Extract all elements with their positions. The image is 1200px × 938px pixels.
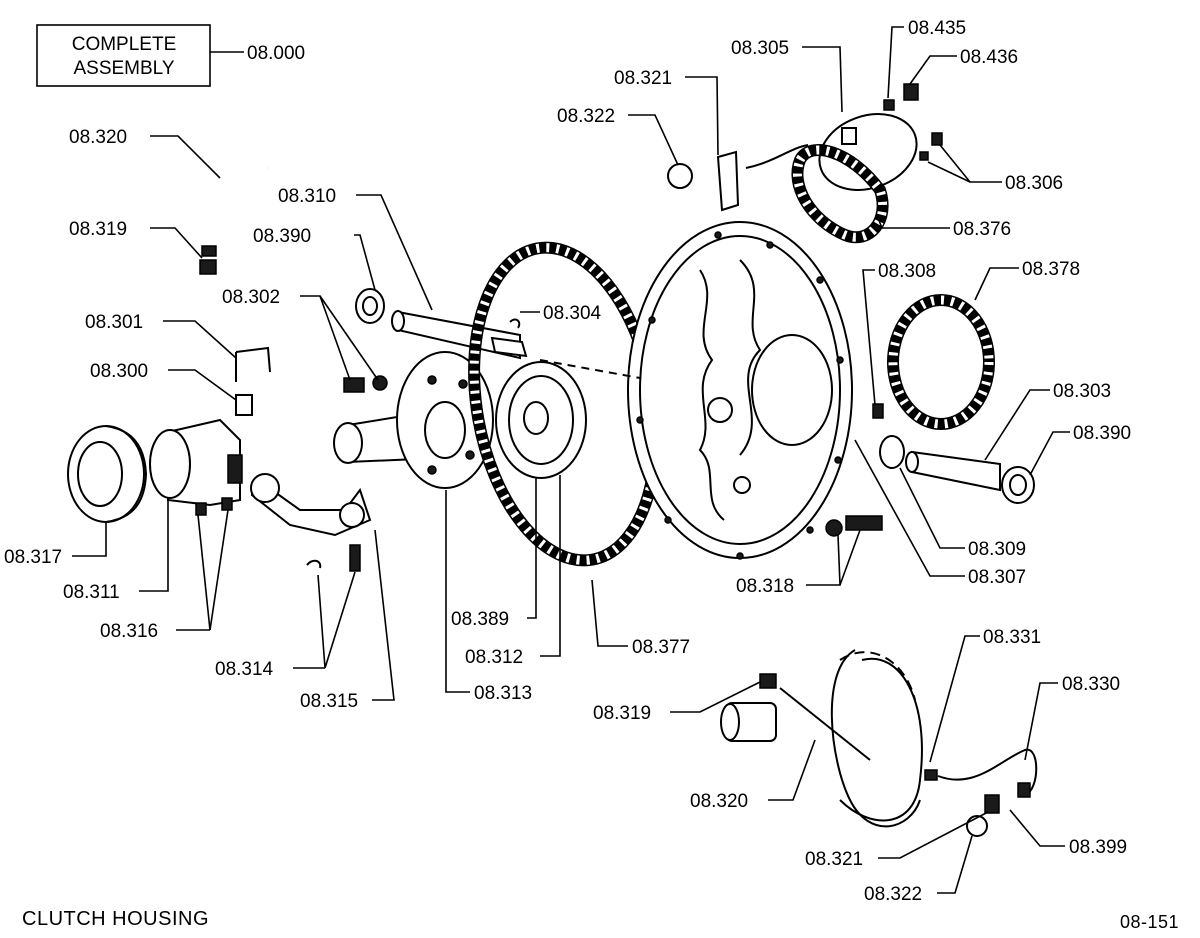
assembly-number: 08.000 xyxy=(247,43,305,64)
part-label: 08.436 xyxy=(960,47,1018,68)
part-label: 08.330 xyxy=(1062,674,1120,695)
part-number-labels: 08.320 08.319 08.310 08.390 08.302 08.30… xyxy=(4,18,1131,905)
assembly-box-line1: COMPLETE xyxy=(72,34,177,55)
part-label: 08.390 xyxy=(1073,423,1131,444)
part-label: 08.322 xyxy=(557,106,615,127)
part-label: 08.320 xyxy=(690,791,748,812)
part-label: 08.321 xyxy=(805,849,863,870)
part-label: 08.309 xyxy=(968,539,1026,560)
page-number: 08-151 xyxy=(1120,912,1180,932)
page-title: CLUTCH HOUSING xyxy=(22,908,210,930)
part-label: 08.314 xyxy=(215,659,274,680)
part-label: 08.308 xyxy=(878,261,936,282)
part-label: 08.399 xyxy=(1069,837,1127,858)
part-label: 08.315 xyxy=(300,691,358,712)
part-label: 08.389 xyxy=(451,609,509,630)
part-label: 08.321 xyxy=(614,68,672,89)
part-label: 08.322 xyxy=(864,884,922,905)
complete-assembly-box: COMPLETE ASSEMBLY 08.000 xyxy=(36,24,305,87)
part-label: 08.316 xyxy=(100,621,158,642)
part-label: 08.319 xyxy=(69,219,127,240)
part-label: 08.390 xyxy=(253,226,311,247)
part-label: 08.312 xyxy=(465,647,523,668)
part-label: 08.304 xyxy=(543,303,602,324)
part-label: 08.300 xyxy=(90,361,148,382)
part-label: 08.311 xyxy=(63,582,120,603)
part-label: 08.435 xyxy=(908,18,966,39)
part-label: 08.310 xyxy=(278,186,336,207)
part-label: 08.378 xyxy=(1022,259,1080,280)
part-label: 08.319 xyxy=(593,703,651,724)
part-label: 08.301 xyxy=(85,312,143,333)
assembly-box-line2: ASSEMBLY xyxy=(73,58,174,79)
part-label: 08.313 xyxy=(474,683,532,704)
part-label: 08.376 xyxy=(953,219,1011,240)
part-label: 08.320 xyxy=(69,127,127,148)
leader-lines xyxy=(72,26,1070,894)
part-label: 08.305 xyxy=(731,38,789,59)
part-label: 08.331 xyxy=(983,627,1041,648)
part-label: 08.318 xyxy=(736,576,794,597)
part-label: 08.302 xyxy=(222,287,280,308)
part-label: 08.306 xyxy=(1005,173,1063,194)
part-label: 08.303 xyxy=(1053,381,1111,402)
part-label: 08.317 xyxy=(4,547,62,568)
part-label: 08.377 xyxy=(632,637,690,658)
part-drawings xyxy=(67,83,1038,837)
part-label: 08.307 xyxy=(968,567,1026,588)
